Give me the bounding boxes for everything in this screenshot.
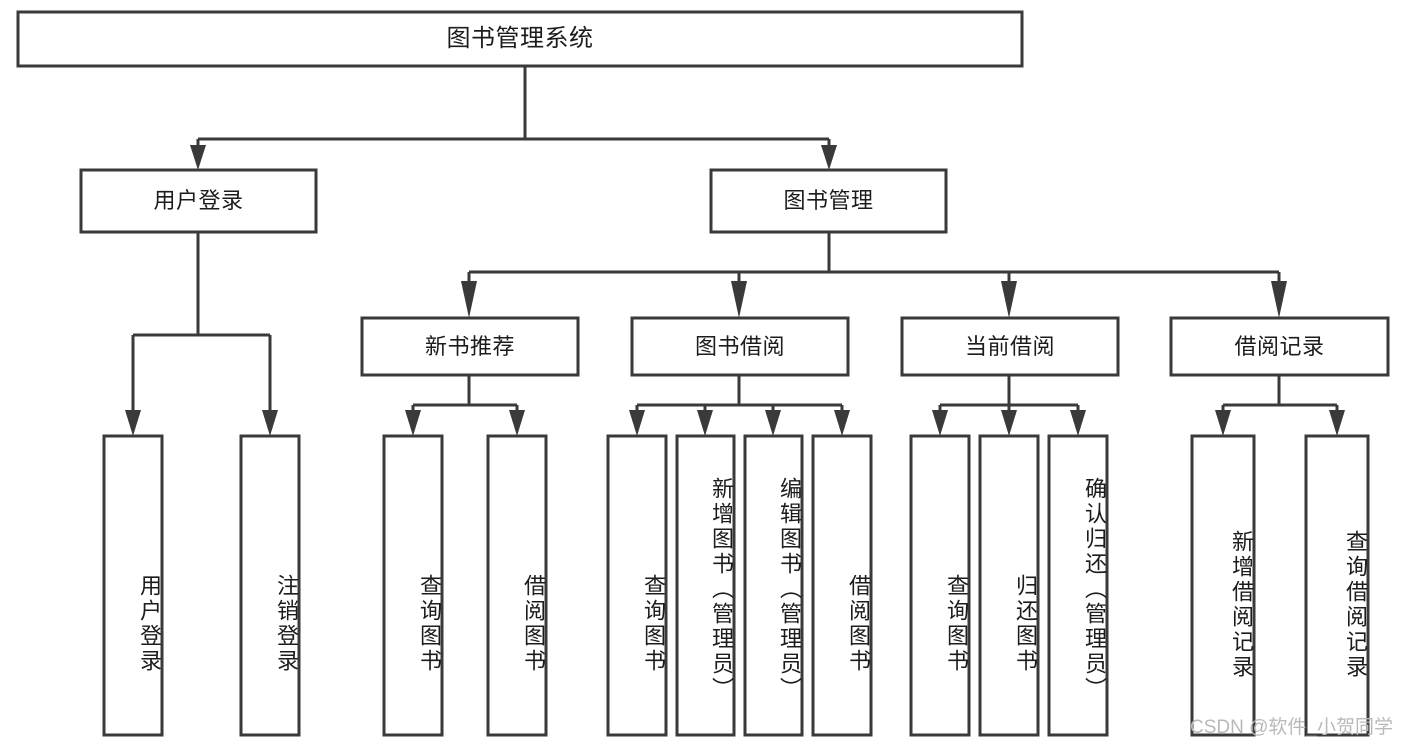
arrow-icon-book-management [821, 145, 837, 170]
node-box-leaf-user-login[interactable] [102, 434, 164, 737]
watermark-text: CSDN @软件_小贺同学 [1190, 717, 1393, 738]
node-box-leaf-edit-book[interactable] [743, 434, 804, 737]
node-box-leaf-query-book-3[interactable] [909, 434, 971, 737]
node-box-leaf-query-book-1[interactable] [382, 434, 444, 737]
node-box-leaf-return-book[interactable] [978, 434, 1040, 737]
arrow-icon-leaf-user-logout [262, 410, 278, 436]
arrow-icon-leaf-borrow-book-1 [509, 410, 525, 436]
arrow-icon-leaf-query-book-2 [629, 410, 645, 436]
node-box-new-book-recommend[interactable] [360, 316, 580, 377]
arrow-icon-leaf-query-record [1329, 410, 1345, 436]
arrow-icon-leaf-edit-book [765, 410, 781, 436]
node-box-leaf-add-record[interactable] [1190, 434, 1256, 737]
node-box-borrow-record[interactable] [1169, 316, 1390, 377]
node-box-leaf-user-logout[interactable] [239, 434, 301, 737]
node-box-leaf-borrow-book-1[interactable] [486, 434, 548, 737]
node-box-root[interactable] [16, 10, 1024, 68]
node-box-leaf-query-book-2[interactable] [606, 434, 668, 737]
node-box-leaf-add-book[interactable] [675, 434, 736, 737]
arrow-icon-leaf-query-book-1 [405, 410, 421, 436]
arrow-icon-leaf-user-login [125, 410, 141, 436]
node-boxes-group [16, 10, 1390, 737]
arrow-icon-current-borrow [1001, 281, 1017, 318]
arrow-icon-leaf-add-record [1215, 410, 1231, 436]
node-box-user-login[interactable] [79, 168, 318, 234]
node-box-current-borrow[interactable] [900, 316, 1120, 377]
arrow-icon-leaf-confirm-return [1070, 410, 1086, 436]
arrow-icon-leaf-query-book-3 [932, 410, 948, 436]
arrow-icon-borrow-record [1271, 281, 1287, 318]
node-box-book-management[interactable] [709, 168, 948, 234]
arrow-icon-leaf-borrow-book-2 [834, 410, 850, 436]
arrow-icon-book-borrow [731, 281, 747, 318]
node-box-leaf-confirm-return[interactable] [1047, 434, 1109, 737]
node-box-leaf-query-record[interactable] [1304, 434, 1370, 737]
arrowheads-group [125, 145, 1345, 436]
arrow-icon-new-book-recommend [461, 281, 477, 318]
arrow-icon-leaf-add-book [697, 410, 713, 436]
arrow-icon-user-login [190, 145, 206, 170]
arrow-icon-leaf-return-book [1001, 410, 1017, 436]
node-box-book-borrow[interactable] [630, 316, 850, 377]
node-box-leaf-borrow-book-2[interactable] [811, 434, 873, 737]
